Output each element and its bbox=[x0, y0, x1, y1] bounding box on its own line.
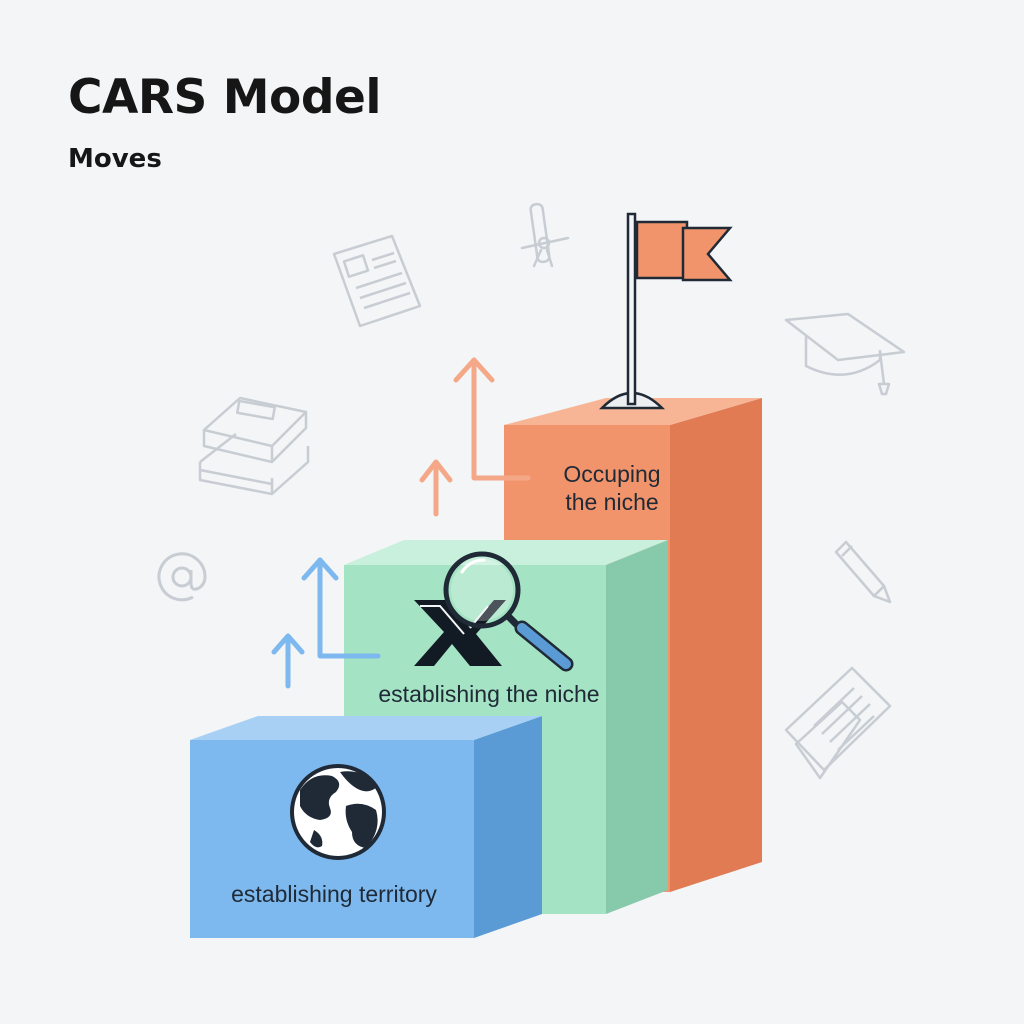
document-icon bbox=[332, 234, 422, 328]
graduation-cap-icon bbox=[784, 312, 906, 396]
diploma-scroll-icon bbox=[520, 202, 570, 268]
papers-icon bbox=[784, 666, 892, 780]
up-arrow-icon bbox=[271, 357, 531, 689]
page-title: CARS Model bbox=[68, 70, 381, 125]
step-2-label: establishing the niche bbox=[378, 681, 599, 707]
flag-icon bbox=[598, 212, 733, 410]
step-3-label-line1: Occuping bbox=[563, 461, 660, 487]
globe-icon bbox=[290, 764, 386, 860]
books-icon bbox=[198, 396, 310, 496]
pencil-icon bbox=[834, 540, 892, 604]
step-3-label-line2: the niche bbox=[565, 489, 658, 515]
magnifier-icon bbox=[414, 551, 574, 672]
at-sign-icon bbox=[157, 552, 207, 602]
step-1-label: establishing territory bbox=[231, 881, 437, 907]
page-subtitle: Moves bbox=[68, 144, 162, 174]
